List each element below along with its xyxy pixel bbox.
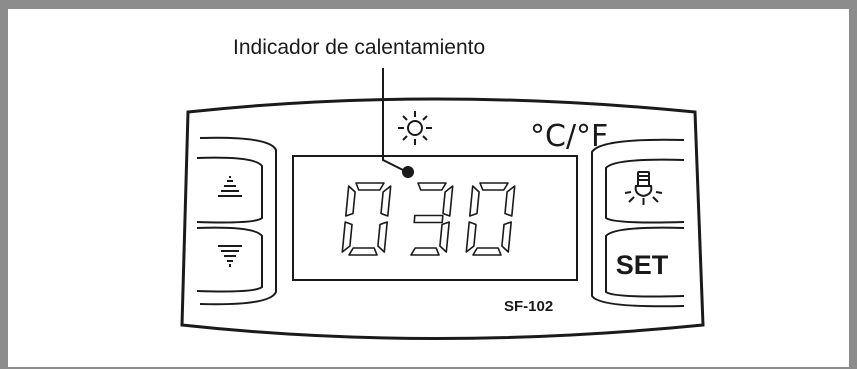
left-button-column bbox=[196, 136, 277, 306]
digit-3-segment-d bbox=[472, 247, 502, 256]
display-digit-2 bbox=[410, 182, 454, 256]
light-bulb-icon bbox=[624, 171, 663, 205]
digit-1-segment-f bbox=[344, 185, 356, 217]
right-button-column bbox=[591, 138, 685, 308]
heating-indicator-dot bbox=[402, 166, 414, 178]
digit-2-segment-d bbox=[410, 247, 440, 256]
digit-3-segment-e bbox=[465, 221, 477, 253]
digit-1-segment-c bbox=[377, 221, 389, 253]
up-button[interactable] bbox=[200, 160, 260, 220]
digit-1-segment-a bbox=[355, 182, 385, 191]
digit-1-segment-e bbox=[341, 221, 353, 253]
digit-3-segment-a bbox=[479, 182, 509, 191]
heating-indicator-caption: Indicador de calentamiento bbox=[233, 36, 486, 59]
sun-icon bbox=[398, 111, 432, 145]
digit-1-segment-b bbox=[380, 185, 392, 217]
digit-3-segment-c bbox=[501, 221, 513, 253]
digit-2-segment-a bbox=[417, 182, 447, 191]
set-button-label: SET bbox=[616, 250, 669, 280]
up-arrow-icon bbox=[218, 176, 242, 197]
model-label: SF-102 bbox=[504, 298, 553, 315]
light-button[interactable] bbox=[608, 162, 682, 220]
controller-housing bbox=[180, 97, 705, 340]
display-digit-3 bbox=[465, 182, 516, 256]
display-digit-1 bbox=[341, 182, 392, 256]
set-button[interactable]: SET bbox=[608, 230, 682, 294]
digit-3-segment-f bbox=[468, 185, 480, 217]
digit-1-segment-d bbox=[348, 247, 378, 256]
down-button[interactable] bbox=[200, 230, 260, 290]
digit-2-segment-g bbox=[413, 214, 444, 224]
down-arrow-icon bbox=[218, 245, 242, 267]
digit-2-segment-c bbox=[439, 221, 451, 253]
digit-3-segment-b bbox=[504, 185, 516, 217]
digit-2-segment-b bbox=[442, 185, 454, 217]
lcd-display-window bbox=[292, 155, 578, 281]
callout-leader-line bbox=[382, 68, 404, 171]
seven-segment-readout bbox=[341, 182, 516, 256]
temperature-unit-label: °C/°F bbox=[530, 119, 608, 154]
